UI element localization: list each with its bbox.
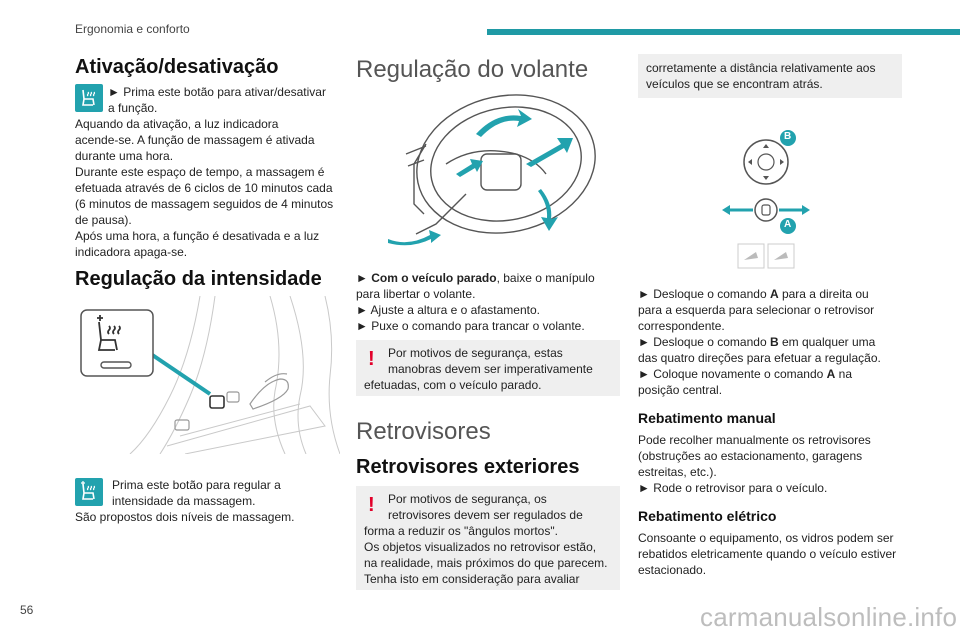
warning-box-steering: ! Por motivos de segurança, estas manobr… — [356, 340, 620, 396]
manual-folding-heading: Rebatimento manual — [638, 410, 776, 426]
mirror-instr-2: ► Desloque o comando B em qualquer uma — [638, 335, 876, 349]
manual-folding-body: Pode recolher manualmente os retrovisore… — [638, 433, 871, 495]
mirror-instr-3: ► Coloque novamente o comando A na — [638, 367, 853, 381]
intensity-heading: Regulação da intensidade — [75, 268, 322, 290]
steering-step-3: ► Puxe o comando para trancar o volante. — [356, 319, 585, 333]
mirrors-heading: Retrovisores — [356, 418, 491, 445]
mirror-instr-1b: para a esquerda para selecionar o retrov… — [638, 303, 875, 317]
steering-step-1b: para libertar o volante. — [356, 287, 476, 301]
page-number: 56 — [20, 603, 34, 617]
electric-folding-body: Consoante o equipamento, os vidros podem… — [638, 531, 897, 577]
steering-heading: Regulação do volante — [356, 56, 589, 83]
electric-folding-heading: Rebatimento elétrico — [638, 508, 777, 524]
intensity-line-1: Prima este botão para regular a — [112, 478, 281, 492]
activation-body: Aquando da ativação, a luz indicadora ac… — [75, 117, 334, 259]
warning-box-continued: corretamente a distância relativamente a… — [638, 54, 902, 98]
running-header: Ergonomia e conforto — [75, 22, 190, 36]
massage-intensity-icon — [75, 478, 103, 506]
activation-line-2: a função. — [108, 101, 158, 115]
warning-icon-2: ! — [368, 494, 375, 516]
mirror-control-illustration: B A — [718, 128, 828, 278]
activation-heading: Ativação/desativação — [75, 56, 279, 78]
label-a: A — [784, 219, 792, 230]
mirror-instr-1c: correspondente. — [638, 319, 725, 333]
watermark: carmanualsonline.info — [700, 602, 958, 632]
header-accent-bar — [487, 29, 960, 35]
steering-step-2: ► Ajuste a altura e o afastamento. — [356, 303, 540, 317]
intensity-line-2: intensidade da massagem. — [112, 494, 256, 508]
massage-seat-icon — [75, 84, 103, 112]
seat-control-illustration — [75, 295, 341, 455]
steering-step-1: ► Com o veículo parado, baixe o manípulo — [356, 271, 595, 285]
intensity-line-3: São propostos dois níveis de massagem. — [75, 510, 295, 524]
mirror-instr-3b: posição central. — [638, 383, 723, 397]
steering-wheel-illustration — [386, 94, 616, 254]
mirror-instr-1: ► Desloque o comando A para a direita ou — [638, 287, 869, 301]
warning-icon: ! — [368, 348, 375, 370]
exterior-mirrors-heading: Retrovisores exteriores — [356, 456, 580, 478]
label-b: B — [784, 131, 792, 142]
warning-box-mirrors: ! Por motivos de segurança, os retroviso… — [356, 486, 620, 590]
activation-line-1: ► Prima este botão para ativar/desativar — [108, 85, 326, 99]
mirror-instr-2b: das quatro direções para efetuar a regul… — [638, 351, 881, 365]
